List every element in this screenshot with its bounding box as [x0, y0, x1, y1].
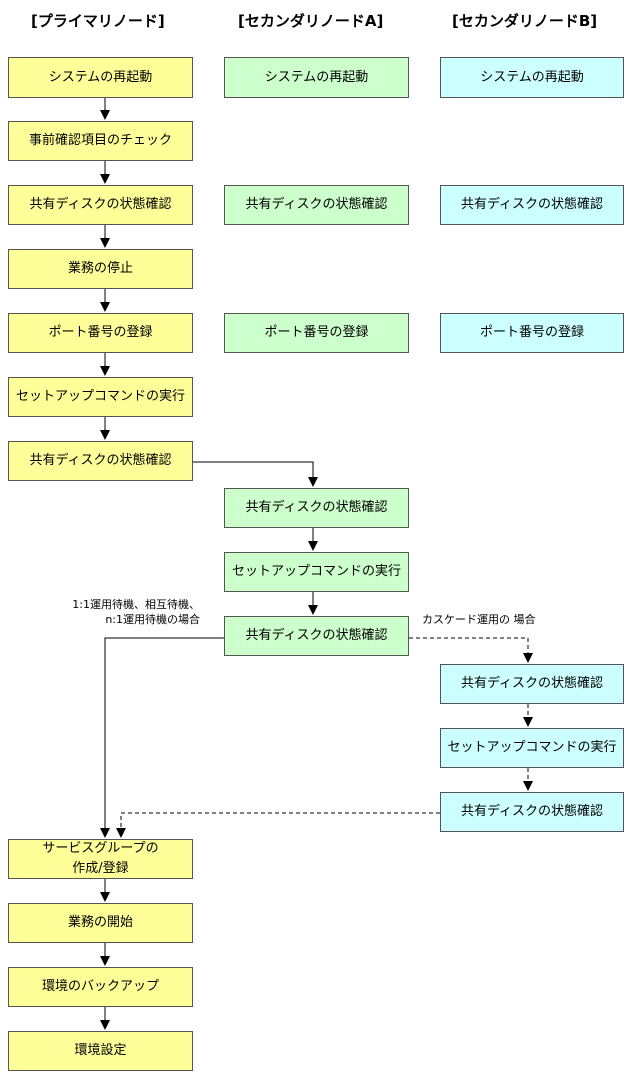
- secondary-b-step-disk-check-2: 共有ディスクの状態確認: [440, 792, 624, 832]
- secondary-b-parallel-system-restart: システムの再起動: [440, 57, 624, 98]
- final-step-environment-setup: 環境設定: [8, 1031, 193, 1071]
- final-step-backup: 環境のバックアップ: [8, 967, 193, 1007]
- secondary-b-parallel-disk-check: 共有ディスクの状態確認: [440, 185, 624, 225]
- arrow-b3-final-dashed: [116, 812, 440, 838]
- primary-step-stop-business: 業務の停止: [8, 249, 193, 289]
- secondary-a-step-setup-command: セットアップコマンドの実行: [224, 552, 409, 592]
- secondary-b-step-disk-check: 共有ディスクの状態確認: [440, 664, 624, 704]
- primary-step-disk-check-2: 共有ディスクの状態確認: [8, 441, 193, 481]
- primary-step-register-port: ポート番号の登録: [8, 313, 193, 353]
- secondary-a-parallel-disk-check: 共有ディスクの状態確認: [224, 185, 409, 225]
- arrow-a3-final: [100, 637, 224, 838]
- arrow-a3-b1-dashed: [409, 637, 533, 663]
- header-primary-node: [プライマリノード]: [31, 12, 165, 30]
- final-step-start-business: 業務の開始: [8, 903, 193, 943]
- header-secondary-node-b: [セカンダリノードB]: [452, 12, 598, 30]
- secondary-a-parallel-register-port: ポート番号の登録: [224, 313, 409, 353]
- note-cascade: カスケード運用の 場合: [422, 613, 536, 626]
- arrow-p7-a1: [193, 461, 318, 487]
- primary-step-system-restart: システムの再起動: [8, 57, 193, 98]
- final-step-service-group: サービスグループの 作成/登録: [8, 839, 193, 879]
- primary-step-disk-check: 共有ディスクの状態確認: [8, 185, 193, 225]
- secondary-a-step-disk-check: 共有ディスクの状態確認: [224, 488, 409, 528]
- secondary-b-parallel-register-port: ポート番号の登録: [440, 313, 624, 353]
- secondary-a-parallel-system-restart: システムの再起動: [224, 57, 409, 98]
- primary-step-precheck: 事前確認項目のチェック: [8, 121, 193, 161]
- secondary-a-step-disk-check-2: 共有ディスクの状態確認: [224, 616, 409, 656]
- secondary-b-step-setup-command: セットアップコマンドの実行: [440, 728, 624, 768]
- header-secondary-node-a: [セカンダリノードA]: [238, 12, 384, 30]
- primary-step-setup-command: セットアップコマンドの実行: [8, 377, 193, 417]
- note-standby-modes: 1:1運用待機、相互待機、 n:1運用待機の場合: [72, 598, 200, 626]
